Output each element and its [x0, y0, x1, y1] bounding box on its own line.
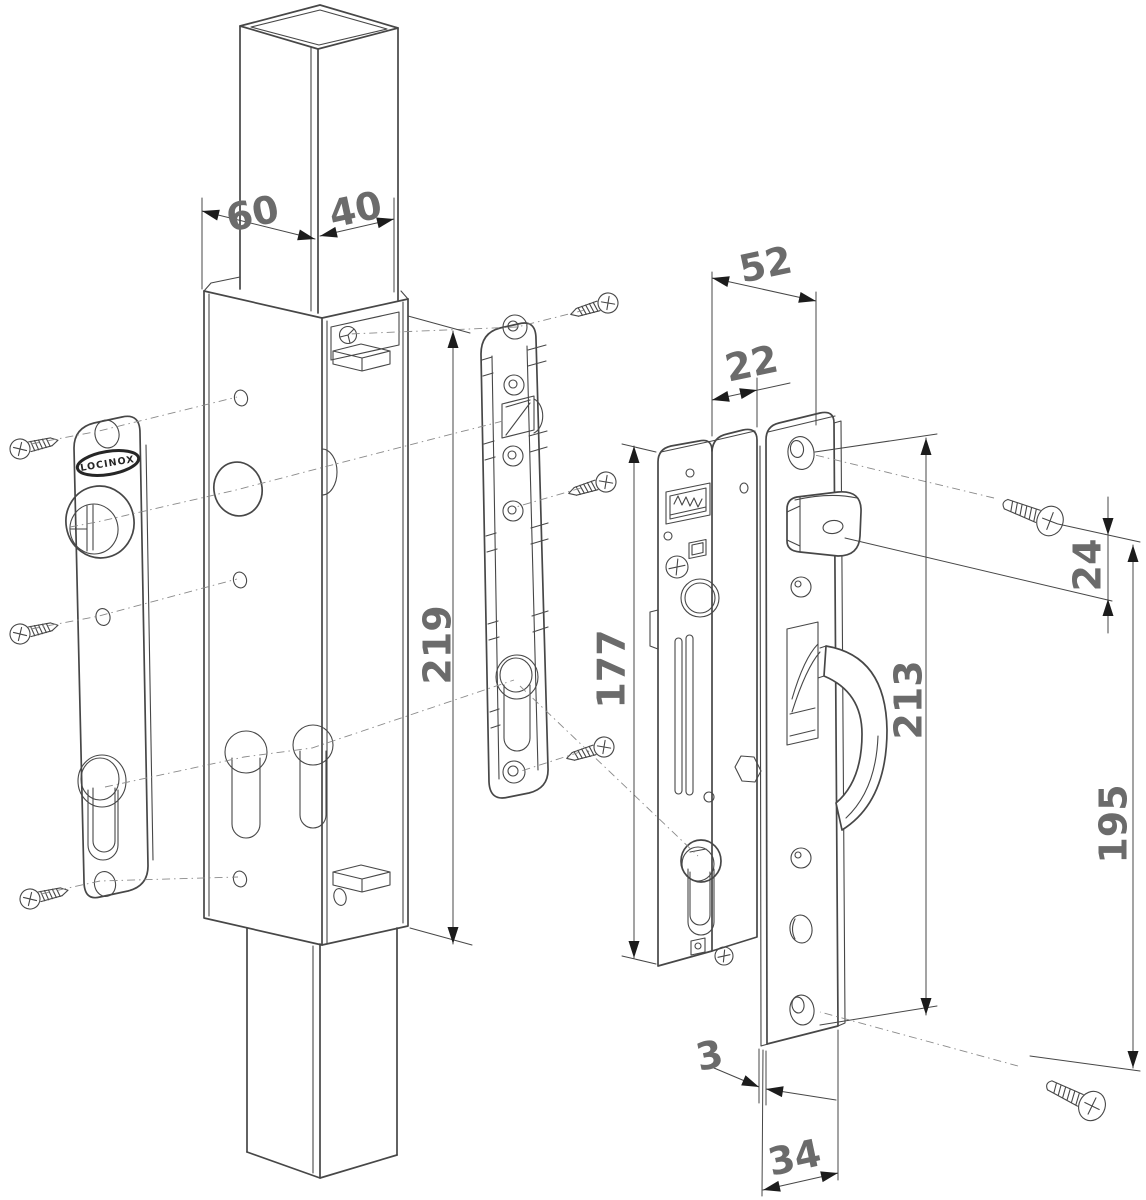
dim-keep-offset-24: 24 [844, 496, 1141, 634]
cover-plate: LOCINOX [65, 415, 154, 899]
gasket-boss-4 [502, 500, 524, 522]
square-post-lower [246, 927, 398, 1179]
case-slot [674, 637, 683, 795]
case-hole [663, 531, 673, 541]
dim-plate-hole-spacing-213: 213 [814, 433, 938, 1026]
spindle-follower [688, 538, 707, 560]
screw-icon [997, 488, 1069, 541]
cylinder-boss [65, 485, 135, 559]
gasket-euro-cutout [495, 654, 539, 752]
dim-text-22: 22 [721, 337, 782, 391]
hex-nut [734, 755, 762, 783]
box-euro-cutout-rear [292, 724, 334, 829]
square-post-upper [239, 4, 399, 314]
box-shelf-bracket-bottom [332, 864, 391, 906]
case-bottom-fitting [690, 937, 706, 956]
latch-window [665, 482, 711, 525]
dim-post-width-40: 40 [318, 183, 396, 293]
dim-text-219: 219 [416, 605, 460, 684]
faceplate-hole-mid [789, 914, 813, 944]
faceplate-hole-top [787, 436, 815, 470]
dim-text-52: 52 [735, 238, 796, 292]
fixing-screws-left [7, 429, 71, 912]
screw-icon [7, 614, 61, 647]
gasket-boss-2 [503, 374, 525, 396]
box-screw-hole-bottom [232, 870, 248, 888]
gasket-boss-3 [502, 445, 524, 467]
screw-icon [563, 733, 618, 769]
box-cylinder-hole [213, 461, 263, 517]
dim-text-34: 34 [764, 1131, 825, 1185]
box-euro-cutout-front [224, 730, 268, 839]
gasket-boss-1 [502, 314, 528, 340]
dim-text-177: 177 [590, 629, 634, 708]
case-screw [665, 555, 689, 579]
lock-case [649, 428, 762, 967]
dim-text-24: 24 [1066, 539, 1110, 592]
faceplate-rivet [790, 847, 812, 869]
dim-text-60: 60 [222, 187, 283, 241]
dim-plate-thickness-3: 3 [692, 1031, 837, 1106]
gasket-hole-bottom [502, 760, 526, 784]
dim-case-height-177: 177 [590, 443, 657, 965]
case-hole [703, 791, 715, 803]
dim-lock-depth-52: 52 [710, 238, 818, 437]
case-screw-bottom [714, 946, 734, 966]
hook-bolt [817, 645, 888, 831]
box-half-notch [321, 448, 338, 496]
dim-housing-depth-60: 60 [200, 187, 317, 290]
screw-icon [565, 468, 620, 504]
case-side-notch [649, 609, 659, 650]
locinox-logo: LOCINOX [75, 449, 141, 477]
screw-icon [1039, 1070, 1111, 1126]
faceplate-rivet [790, 576, 812, 598]
dim-text-195: 195 [1092, 784, 1136, 863]
faceplate-hole-bottom [789, 994, 815, 1026]
plate-screw-hole-top [94, 419, 120, 449]
dim-plate-width-34: 34 [761, 1029, 840, 1197]
box-tab-screw-hole [338, 325, 358, 345]
plate-screw-hole-bottom [93, 871, 117, 897]
faceplate [759, 411, 888, 1047]
hook-window [786, 621, 821, 746]
adjustable-keep-knob [786, 491, 862, 557]
screw-icon [567, 289, 622, 325]
box-screw-hole-top [233, 389, 249, 407]
case-ring-hole [680, 578, 720, 618]
weld-in-box [203, 276, 409, 946]
gasket-latch-window [501, 395, 544, 439]
dim-text-3: 3 [692, 1031, 727, 1080]
dim-box-height-219: 219 [407, 315, 473, 946]
dim-text-40: 40 [325, 183, 386, 237]
screw-icon [7, 429, 61, 462]
case-hole [739, 482, 749, 494]
case-euro-cylinder [680, 839, 722, 936]
case-slot [685, 634, 694, 796]
leader-lines [30, 309, 1019, 1067]
dim-screw-spacing-195: 195 [1029, 544, 1141, 1072]
mounting-gasket [480, 314, 549, 799]
box-top-tab [330, 311, 400, 361]
box-screw-hole-mid [232, 571, 248, 589]
dim-text-213: 213 [887, 660, 931, 739]
screw-icon [17, 879, 71, 912]
case-hole [685, 468, 695, 478]
plate-screw-hole-mid [95, 608, 111, 626]
dim-case-thickness-22: 22 [710, 337, 791, 428]
plate-euro-cutout [77, 754, 127, 861]
box-shelf-bracket-top [332, 343, 391, 372]
